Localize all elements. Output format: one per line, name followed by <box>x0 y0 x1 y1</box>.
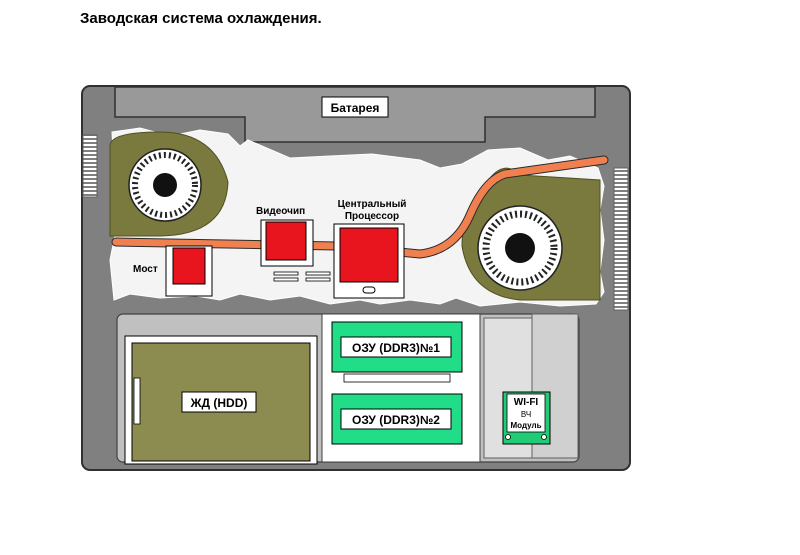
vent-right-icon <box>613 167 629 311</box>
ram-1-label: ОЗУ (DDR3)№1 <box>352 341 440 355</box>
ram-2-label: ОЗУ (DDR3)№2 <box>352 413 440 427</box>
battery-label-box <box>321 96 389 118</box>
ram-2-label-box <box>340 408 452 430</box>
battery-label: Батарея <box>331 101 380 115</box>
ram-1-label-box <box>340 336 452 358</box>
gpu-memory-strips <box>273 271 331 282</box>
hdd-label: ЖД (HDD) <box>190 396 248 410</box>
gpu-chip <box>265 221 307 261</box>
wifi-antenna-connector-2 <box>541 434 547 440</box>
page-title: Заводская система охлаждения. <box>80 10 322 27</box>
heatpipe-core <box>112 156 608 258</box>
fan-right-icon <box>461 167 601 301</box>
ram-1-edge <box>343 373 451 383</box>
wifi-label-line2: ВЧ <box>521 410 531 419</box>
cpu-chip <box>339 227 399 283</box>
wifi-label-line1: WI-FI <box>514 397 539 408</box>
fan-left-icon <box>109 131 229 237</box>
wifi-label-box <box>506 393 546 433</box>
vent-left-icon <box>82 134 98 198</box>
gpu-label: Видеочип <box>256 206 305 217</box>
hdd-label-box <box>181 391 257 413</box>
cpu-label-line1: Центральный <box>338 199 407 210</box>
bridge-chip <box>172 247 206 285</box>
bridge-label: Мост <box>133 264 158 275</box>
wifi-label-line3: Модуль <box>511 421 542 430</box>
cpu-notch <box>362 286 376 294</box>
hdd-connector <box>133 377 141 425</box>
cpu-label-line2: Процессор <box>345 211 399 222</box>
wifi-antenna-connector-1 <box>505 434 511 440</box>
